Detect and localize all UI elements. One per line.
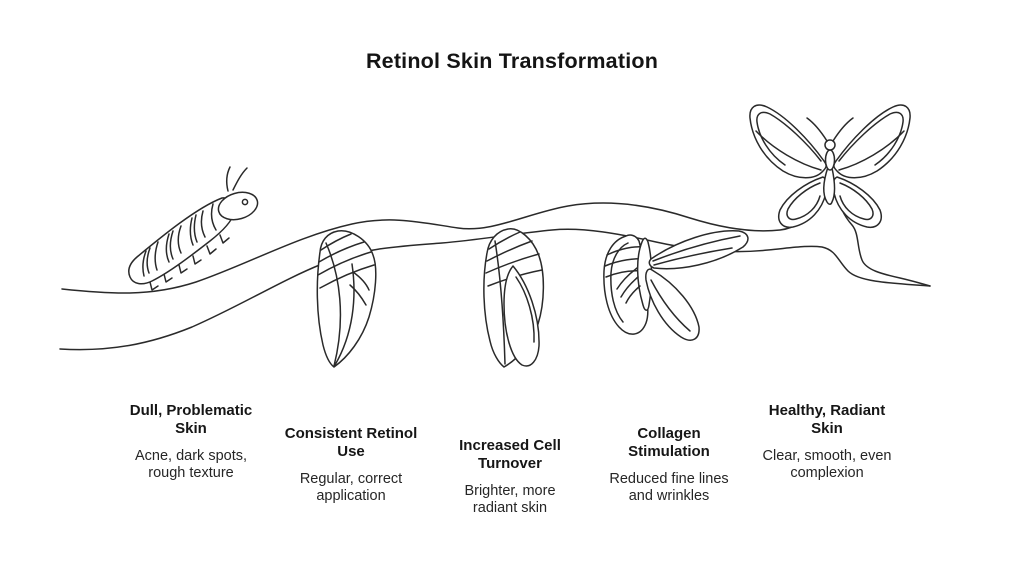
stage-heading: Healthy, Radiant Skin (768, 402, 886, 437)
stage-heading: Consistent Retinol Use (284, 425, 418, 460)
page-title: Retinol Skin Transformation (365, 49, 659, 73)
stage-body: Brighter, more radiant skin (464, 483, 556, 517)
emerging-butterfly-icon (603, 230, 749, 341)
stage-label-collagen-stimulation: Collagen Stimulation Reduced fine lines … (574, 425, 764, 506)
stage-heading: Collagen Stimulation (628, 425, 710, 460)
stage-heading: Increased Cell Turnover (459, 437, 561, 472)
stage-label-dull-problematic-skin: Dull, Problematic Skin Acne, dark spots,… (96, 402, 286, 483)
caterpillar-icon (128, 166, 259, 291)
stage-body: Acne, dark spots, rough texture (134, 448, 248, 482)
stage-body: Reduced fine lines and wrinkles (609, 471, 729, 505)
stage-body: Clear, smooth, even complexion (762, 448, 892, 482)
stage-label-increased-cell-turnover: Increased Cell Turnover Brighter, more r… (415, 437, 605, 518)
stage-heading: Dull, Problematic Skin (129, 402, 253, 437)
butterfly-icon (749, 104, 911, 229)
stage-body: Regular, correct application (299, 471, 403, 505)
chrysalis-late-icon (483, 228, 545, 368)
chrysalis-early-icon (316, 230, 377, 368)
stage-label-healthy-radiant-skin: Healthy, Radiant Skin Clear, smooth, eve… (732, 402, 922, 483)
stage-label-consistent-retinol-use: Consistent Retinol Use Regular, correct … (256, 425, 446, 506)
